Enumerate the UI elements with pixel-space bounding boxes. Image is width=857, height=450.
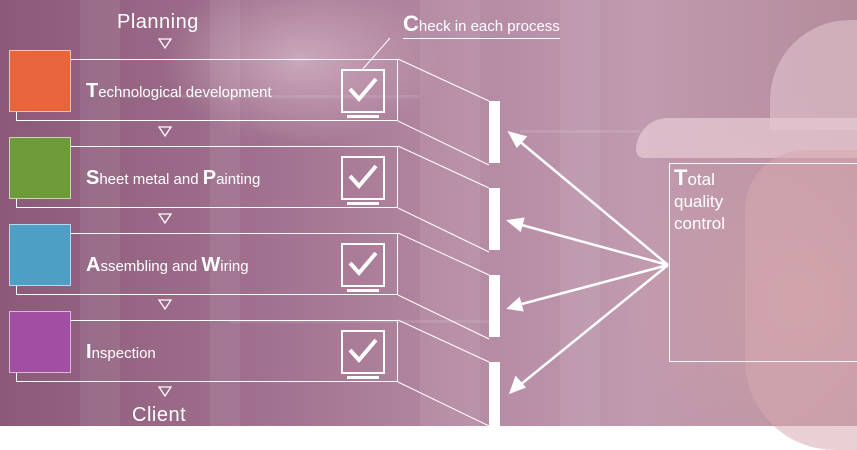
connector-line	[397, 120, 490, 166]
process-label: Inspection	[86, 341, 156, 363]
process-label: Sheet metal and Painting	[86, 167, 261, 189]
triangle-down-icon	[158, 126, 172, 137]
connector-lines	[0, 0, 857, 426]
check-gate-bar	[489, 362, 500, 426]
connector-line	[397, 294, 490, 340]
arrow-icon	[519, 264, 669, 386]
connector-line	[397, 145, 490, 189]
connector-line	[397, 232, 490, 276]
check-title-pointer	[361, 37, 391, 71]
background-column	[560, 0, 600, 426]
worker-face	[745, 150, 857, 450]
total-quality-control-label: Total quality control	[674, 165, 726, 234]
color-swatch	[9, 311, 71, 373]
check-gate-bar	[489, 188, 500, 250]
total-quality-control-box	[669, 163, 857, 362]
arrow-icon	[517, 139, 669, 266]
check-title-initial: C	[403, 11, 419, 36]
flow-start-label: Planning	[117, 11, 199, 33]
arrow-icon	[508, 375, 527, 395]
check-in-each-process-title: Check in each process	[403, 11, 560, 39]
process-label: Assembling and Wiring	[86, 254, 249, 276]
check-icon	[341, 69, 385, 118]
arrow-icon	[517, 222, 669, 267]
connector-line	[397, 319, 490, 363]
background-column	[210, 0, 240, 426]
process-label: Technological development	[86, 80, 272, 102]
check-icon	[341, 330, 385, 379]
connector-line	[397, 58, 490, 102]
color-swatch	[9, 50, 71, 112]
arrow-icon	[506, 217, 525, 233]
triangle-down-icon	[158, 213, 172, 224]
background-column	[420, 0, 480, 426]
background-shelf	[230, 320, 490, 323]
connector-line	[397, 381, 490, 426]
flow-end-label: Client	[132, 404, 187, 426]
background-column	[80, 0, 120, 426]
check-icon	[341, 243, 385, 292]
triangle-down-icon	[158, 386, 172, 397]
triangle-down-icon	[158, 299, 172, 310]
color-swatch	[9, 224, 71, 286]
check-gate-bar	[489, 275, 500, 337]
background-shelf	[520, 130, 640, 133]
check-gate-bar	[489, 101, 500, 163]
check-title-text: heck in each process	[418, 18, 560, 35]
arrow-icon	[517, 263, 669, 307]
triangle-down-icon	[158, 38, 172, 49]
connector-line	[397, 207, 490, 253]
background-shelf	[120, 95, 420, 98]
arrow-icon	[507, 131, 528, 149]
background-photo	[0, 0, 857, 426]
arrow-icon	[506, 296, 524, 312]
check-icon	[341, 156, 385, 205]
color-swatch	[9, 137, 71, 199]
